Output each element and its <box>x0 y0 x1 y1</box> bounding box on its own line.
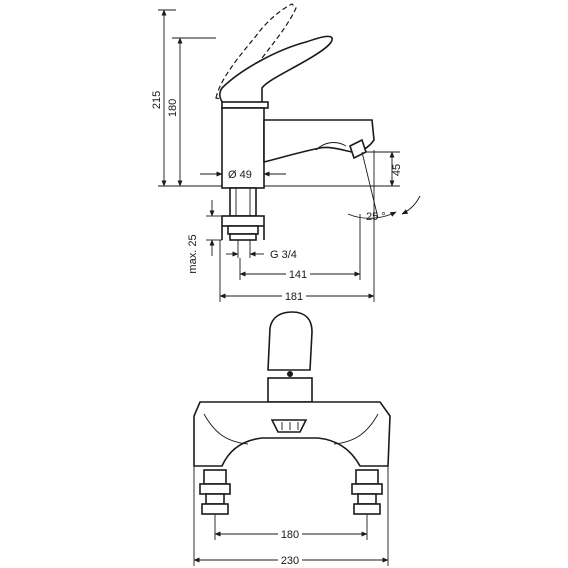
right-connection <box>351 469 383 515</box>
front-body <box>193 401 391 467</box>
side-dimensions: 215 180 Ø 49 45 25 ° max. 25 G 3/4 <box>151 9 421 303</box>
dim-180-centers: 180 <box>281 529 299 541</box>
dim-181: 181 <box>285 291 303 303</box>
connection-thread <box>229 187 257 217</box>
connection-nut <box>221 215 265 227</box>
dim-diameter-49: Ø 49 <box>228 169 252 181</box>
spout <box>263 119 375 164</box>
front-neck <box>267 377 313 403</box>
front-view <box>193 311 391 515</box>
dim-180-height: 180 <box>167 99 179 117</box>
lever-front <box>267 311 313 371</box>
hot-cold-indicator <box>287 371 293 377</box>
aerator-front <box>270 419 308 433</box>
front-dimensions: 180 230 <box>193 466 389 567</box>
left-connection <box>199 469 231 515</box>
lever <box>219 35 333 105</box>
dim-141: 141 <box>289 269 307 281</box>
dim-angle-25: 25 ° <box>366 211 386 223</box>
dim-215: 215 <box>151 91 163 109</box>
dim-45: 45 <box>391 164 403 176</box>
side-view <box>215 3 375 241</box>
lever-collar <box>221 101 269 109</box>
dim-230: 230 <box>281 555 299 567</box>
dim-thread: G 3/4 <box>270 249 297 261</box>
dim-max-25: max. 25 <box>187 234 199 273</box>
